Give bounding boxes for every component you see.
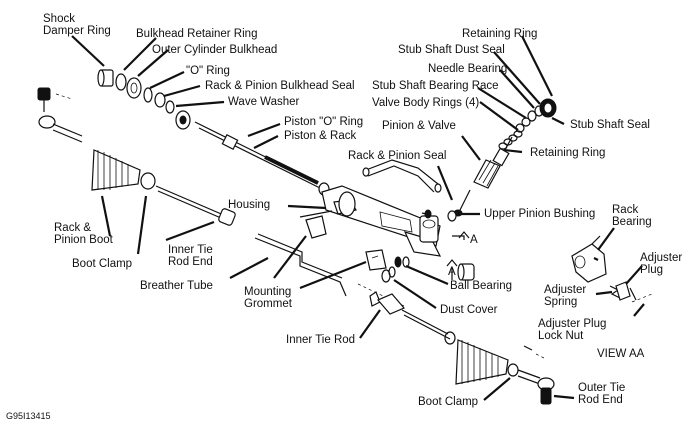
bulkhead-seal-part (154, 92, 166, 108)
label-shock-damper-ring: Shock Damper Ring (43, 13, 111, 37)
label-stub-shaft-bearing-race: Stub Shaft Bearing Race (372, 80, 499, 92)
leader-lines (71, 35, 645, 401)
figure-code: G95I13415 (6, 411, 51, 421)
label-section-a-top: A (470, 234, 478, 246)
pinion-valve-part (453, 136, 513, 217)
label-rack-pinion-bulkhead-seal: Rack & Pinion Bulkhead Seal (205, 80, 355, 92)
label-rack-bearing: Rack Bearing (612, 204, 652, 228)
upper-pinion-bushing-part (421, 209, 457, 222)
label-inner-tie-rod-end: Inner Tie Rod End (168, 244, 213, 268)
label-boot-clamp-bottom: Boot Clamp (418, 396, 479, 408)
label-outer-cylinder-bulkhead: Outer Cylinder Bulkhead (152, 44, 278, 56)
label-pinion-valve: Pinion & Valve (382, 120, 456, 132)
label-o-ring: "O" Ring (186, 65, 230, 77)
bulkhead-retainer-ring-part (115, 73, 127, 91)
label-outer-tie-rod-end: Outer Tie Rod End (578, 382, 626, 406)
o-ring-part (143, 87, 153, 103)
label-valve-body-rings: Valve Body Rings (4) (372, 97, 480, 109)
wave-washer-part (165, 100, 175, 114)
label-piston-rack: Piston & Rack (284, 130, 357, 142)
label-rack-pinion-seal: Rack & Pinion Seal (348, 150, 447, 162)
section-a-bracket (446, 231, 470, 280)
label-section-a-bottom: A (448, 266, 456, 278)
label-housing: Housing (228, 199, 271, 211)
rack-pinion-boot-right-part (455, 339, 519, 385)
label-rack-pinion-boot: Rack & Pinion Boot (54, 222, 113, 246)
rack-pinion-seal-tubes-part (362, 159, 442, 193)
label-mounting-grommet: Mounting Grommet (244, 286, 292, 310)
breather-tube-part (254, 233, 347, 297)
label-piston-o-ring: Piston "O" Ring (284, 116, 364, 128)
label-retaining-ring-mid: Retaining Ring (530, 147, 606, 159)
label-inner-tie-rod: Inner Tie Rod (286, 334, 356, 346)
outer-tie-rod-end-top-part (37, 87, 83, 143)
label-adjuster-plug: Adjuster Plug (640, 252, 683, 276)
label-stub-shaft-seal: Stub Shaft Seal (570, 119, 650, 131)
outer-tie-rod-end-bottom-part (517, 345, 555, 405)
label-ball-bearing: Ball Bearing (450, 280, 513, 292)
label-retaining-ring-top: Retaining Ring (462, 28, 538, 40)
inner-tie-rod-right-part (377, 293, 456, 345)
shock-damper-ring-part (97, 69, 114, 87)
label-boot-clamp-left: Boot Clamp (72, 258, 133, 270)
stub-shaft-stack-part (515, 98, 557, 133)
label-adjuster-spring: Adjuster Spring (544, 284, 587, 308)
mounting-grommet-part (305, 215, 387, 271)
label-breather-tube: Breather Tube (140, 280, 213, 292)
label-adjuster-plug-lock-nut: Adjuster Plug Lock Nut (538, 318, 607, 342)
label-view-aa: VIEW AA (597, 348, 645, 360)
housing-part (299, 185, 442, 257)
inner-tie-rod-left-part (155, 185, 236, 226)
outer-cylinder-bulkhead-part (126, 77, 142, 99)
rack-pinion-boot-left-part (91, 149, 156, 191)
bearing-part (175, 110, 191, 130)
label-dust-cover: Dust Cover (440, 304, 498, 316)
label-upper-pinion-bushing: Upper Pinion Bushing (484, 208, 596, 220)
valve-body-rings-part (498, 130, 523, 150)
rack-bearing-part (571, 235, 607, 283)
ball-bearing-part (388, 256, 475, 281)
label-stub-shaft-dust-seal: Stub Shaft Dust Seal (398, 44, 505, 56)
label-needle-bearing: Needle Bearing (428, 63, 508, 75)
label-bulkhead-retainer-ring: Bulkhead Retainer Ring (136, 28, 258, 40)
adjuster-plug-part (615, 281, 637, 301)
adjuster-spring-part (609, 285, 621, 299)
label-wave-washer: Wave Washer (228, 96, 300, 108)
